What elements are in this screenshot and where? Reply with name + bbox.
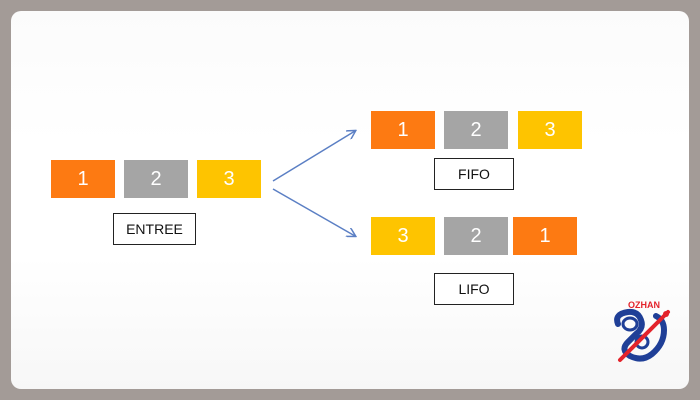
entree-cell-1: 1 xyxy=(51,160,115,198)
ozhan-logo-icon: OZHAN xyxy=(614,300,670,362)
fifo-label: FIFO xyxy=(434,158,514,190)
lifo-label: LIFO xyxy=(434,273,514,305)
diagram-canvas xyxy=(11,11,689,389)
entree-cell-3: 3 xyxy=(197,160,261,198)
fifo-cell-2: 2 xyxy=(444,111,508,149)
lifo-cell-2: 2 xyxy=(444,217,508,255)
entree-cell-2: 2 xyxy=(124,160,188,198)
lifo-cell-3: 1 xyxy=(513,217,577,255)
entree-label: ENTREE xyxy=(113,213,196,245)
fifo-cell-3: 3 xyxy=(518,111,582,149)
logo-text: OZHAN xyxy=(628,300,660,310)
fifo-cell-1: 1 xyxy=(371,111,435,149)
lifo-cell-1: 3 xyxy=(371,217,435,255)
